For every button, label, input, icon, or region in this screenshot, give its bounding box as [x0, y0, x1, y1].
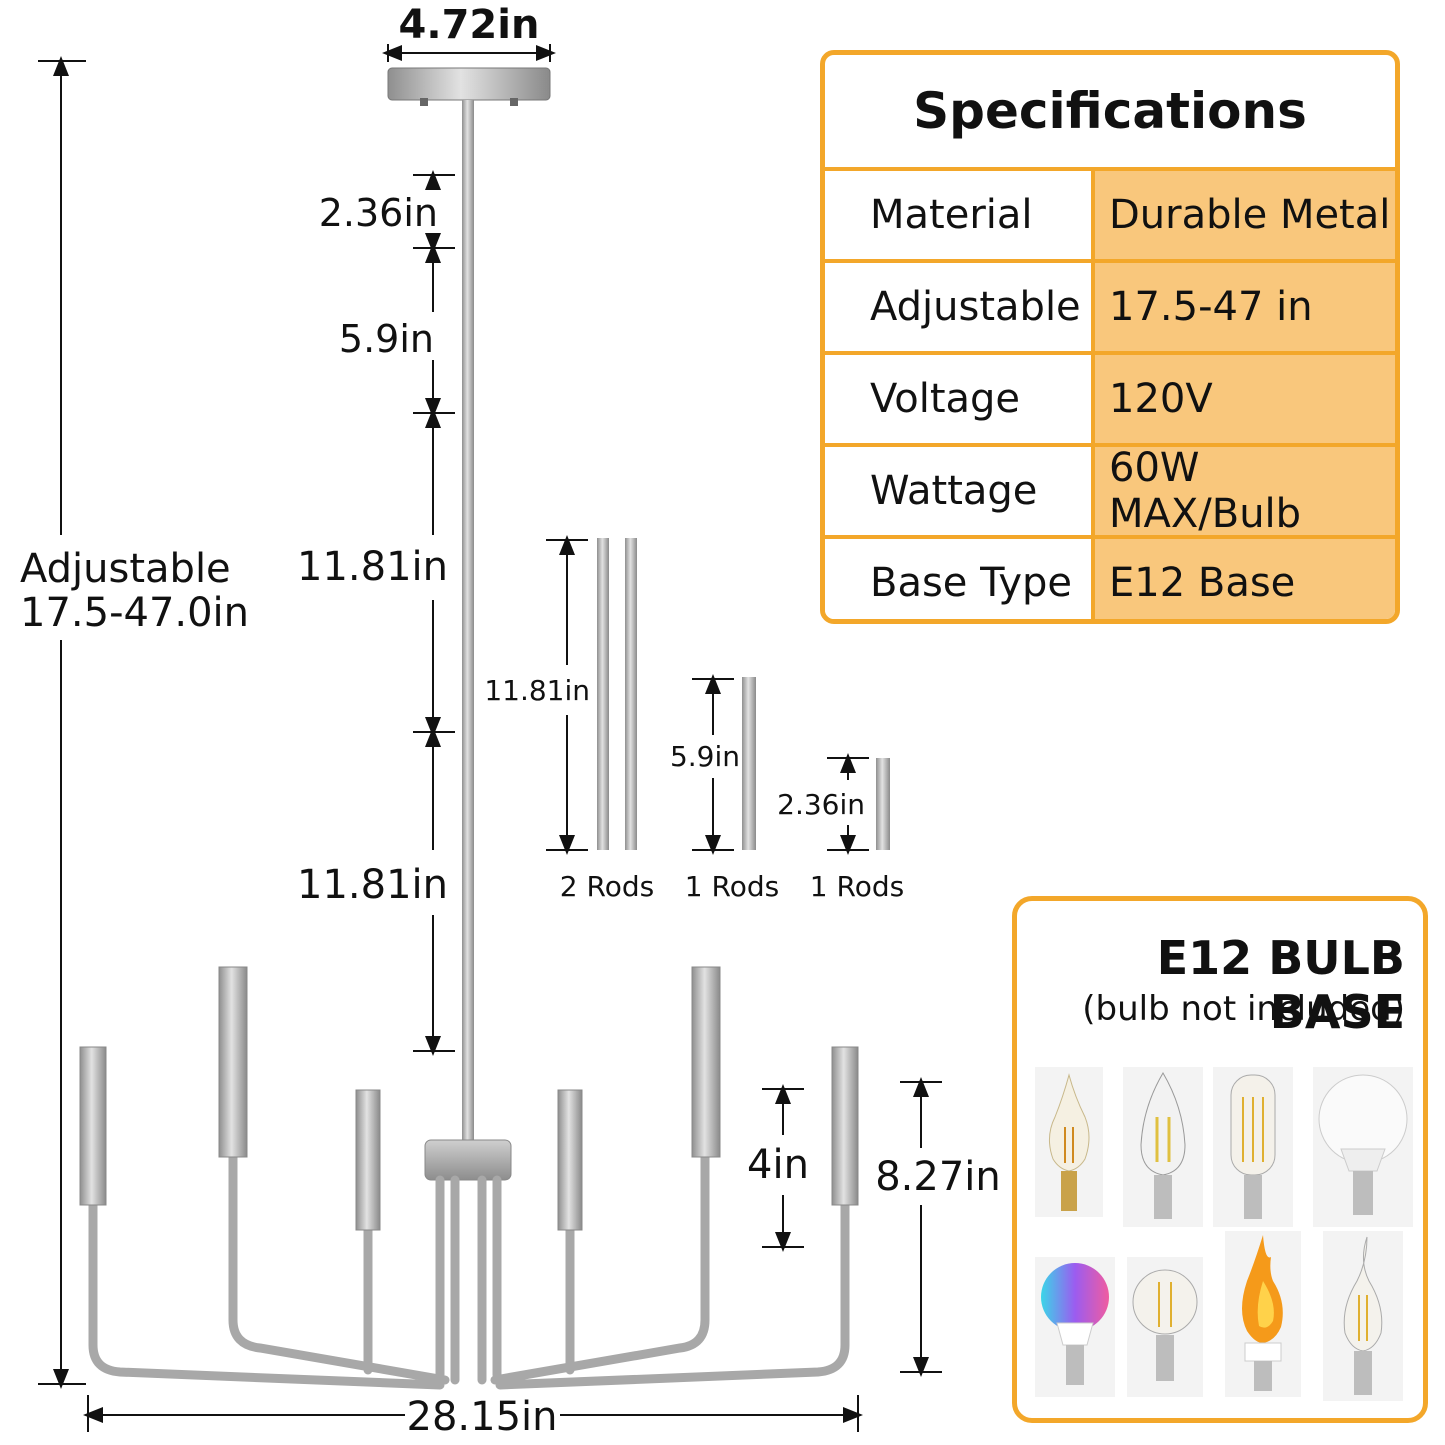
- adjustable-label: Adjustable: [20, 546, 231, 592]
- body-height-label: 8.27in: [875, 1154, 1001, 1200]
- arm-height-label: 4in: [747, 1142, 809, 1188]
- candle-sleeves: [79, 966, 859, 1231]
- total-width-label: 28.15in: [407, 1394, 558, 1440]
- canopy: [387, 67, 551, 106]
- spec-value: E12 Base: [1095, 539, 1395, 619]
- spec-value: Durable Metal: [1095, 171, 1395, 259]
- bulb-candle-flame-tip-icon: [1035, 1067, 1103, 1217]
- rod-c-label: 11.81in: [297, 544, 448, 590]
- spec-row-voltage: Voltage 120V: [825, 355, 1395, 447]
- spec-row-wattage: Wattage 60W MAX/Bulb: [825, 445, 1395, 539]
- bulb-g-globe-filament-icon: [1127, 1257, 1203, 1397]
- rod-d-label: 11.81in: [297, 862, 448, 908]
- dim-arm-height: [762, 1084, 804, 1252]
- bulb-base-subtitle: (bulb not included): [1082, 989, 1405, 1029]
- specifications-panel: Specifications Material Durable Metal Ad…: [820, 50, 1400, 624]
- bulb-rgb-globe-icon: [1035, 1257, 1115, 1397]
- spare-rod-1-count: 2 Rods: [560, 870, 654, 903]
- spec-key: Adjustable: [825, 263, 1095, 351]
- spec-key: Base Type: [825, 539, 1095, 619]
- dim-rod-segments: [413, 170, 455, 1056]
- spare-rod-2-length: 5.9in: [670, 740, 740, 773]
- spec-row-adjustable: Adjustable 17.5-47 in: [825, 263, 1395, 355]
- chandelier-arms: [88, 1150, 850, 1390]
- spec-key: Wattage: [825, 447, 1095, 535]
- dim-canopy-width: [382, 44, 556, 62]
- spec-row-material: Material Durable Metal: [825, 171, 1395, 263]
- dim-adjustable-height: [38, 56, 86, 1389]
- bulb-tubular-filament-icon: [1213, 1067, 1293, 1227]
- bulb-candle-bent-tip-icon: [1323, 1231, 1403, 1401]
- canopy-width-label: 4.72in: [399, 2, 540, 48]
- spec-value: 17.5-47 in: [1095, 263, 1395, 351]
- dim-total-width: [83, 1395, 863, 1432]
- spec-key: Material: [825, 171, 1095, 259]
- spec-value: 120V: [1095, 355, 1395, 443]
- bulb-base-panel: E12 BULB BASE (bulb not included): [1012, 896, 1428, 1423]
- spare-rod-3-length: 2.36in: [777, 788, 865, 821]
- hub: [424, 1139, 512, 1181]
- spec-row-base-type: Base Type E12 Base: [825, 539, 1395, 619]
- bulb-base-title: E12 BULB BASE: [1156, 931, 1405, 1039]
- bulb-candle-clear-icon: [1123, 1067, 1203, 1227]
- dim-spare-rods: [546, 535, 869, 855]
- spare-rods: [597, 538, 890, 850]
- bulb-globe-led-icon: [1313, 1067, 1413, 1227]
- spare-rod-2-count: 1 Rods: [685, 870, 779, 903]
- adjustable-range-label: 17.5-47.0in: [20, 590, 249, 636]
- bulb-flame-effect-icon: [1225, 1231, 1301, 1397]
- rod-b-label: 5.9in: [339, 317, 434, 361]
- specifications-title: Specifications: [825, 55, 1395, 171]
- spec-key: Voltage: [825, 355, 1095, 443]
- spare-rod-3-count: 1 Rods: [810, 870, 904, 903]
- main-rod: [462, 100, 474, 1145]
- dim-body-height: [900, 1077, 942, 1377]
- spare-rod-1-length: 11.81in: [484, 674, 590, 707]
- spec-value: 60W MAX/Bulb: [1095, 445, 1395, 537]
- rod-a-label: 2.36in: [319, 191, 438, 235]
